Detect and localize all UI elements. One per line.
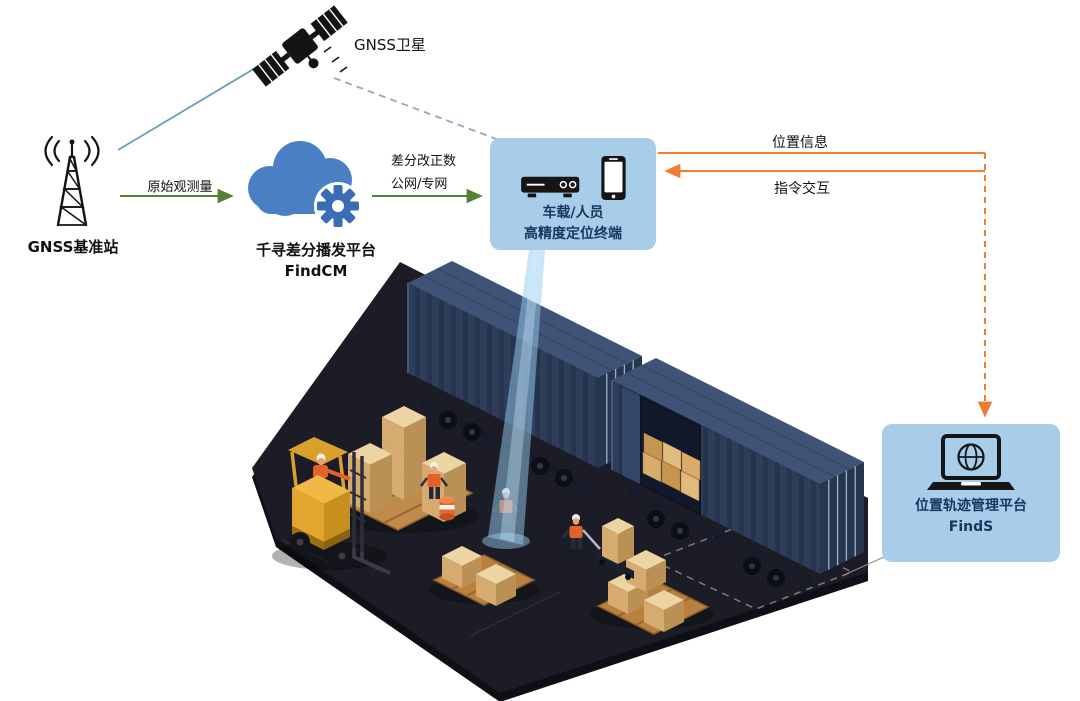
container2-trailer — [628, 486, 812, 587]
finds-label-line1: 位置轨迹管理平台 — [915, 498, 1027, 514]
management-platform-node: 位置轨迹管理平台 FindS — [882, 424, 1060, 562]
satellite-to-terminal-link — [333, 77, 500, 141]
cloud-platform-title: 千寻差分播发平台 — [255, 241, 376, 259]
command-exchange-label: 指令交互 — [774, 181, 830, 197]
raw-observation-label: 原始观测量 — [147, 180, 213, 195]
satellite-icon — [248, 0, 352, 96]
base-station-icon — [22, 133, 122, 233]
correction-label-line2: 公网/专网 — [391, 177, 448, 192]
position-info-label: 位置信息 — [772, 135, 828, 151]
pallet-right — [590, 550, 714, 635]
cloud-platform-label: 千寻差分播发平台 FindCM — [228, 240, 404, 282]
base-station-label: GNSS基准站 — [27, 238, 119, 256]
positioning-beam — [482, 250, 545, 549]
shipping-container-2 — [611, 358, 864, 574]
receiver-icon — [520, 176, 579, 198]
cloud-platform-subtitle: FindCM — [284, 262, 348, 280]
safety-drum — [439, 496, 455, 521]
terminal-label-line2: 高精度定位终端 — [524, 226, 622, 242]
cloud-platform-icon — [230, 128, 380, 238]
satellite-label: GNSS卫星 — [354, 36, 426, 54]
correction-label-line1: 差分改正数 — [391, 154, 457, 169]
pallet-center — [429, 546, 539, 606]
terminal-node: 车载/人员 高精度定位终端 — [490, 138, 656, 250]
terminal-label-line1: 车载/人员 — [542, 205, 604, 221]
forklift — [272, 437, 391, 575]
correction-label: 差分改正数 公网/专网 — [391, 150, 456, 196]
gear-icon — [317, 185, 359, 227]
finds-callout-line — [841, 555, 887, 577]
finds-label-line2: FindS — [948, 519, 994, 535]
worker-3-pallet-jack — [562, 514, 634, 580]
globe-icon — [957, 443, 985, 471]
worker-1 — [420, 462, 448, 499]
smartphone-icon — [600, 155, 626, 201]
laptop-globe-icon — [927, 434, 1015, 490]
cloud-icon — [248, 141, 352, 216]
satellite-to-base-link — [117, 57, 273, 151]
